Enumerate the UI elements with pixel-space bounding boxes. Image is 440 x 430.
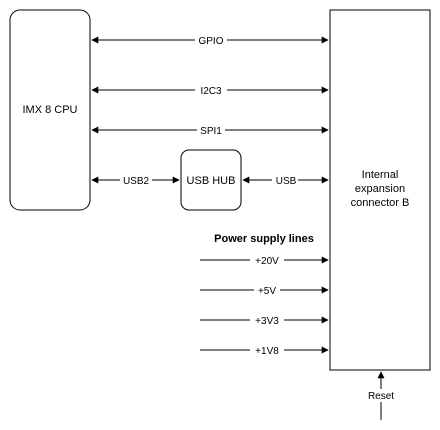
connector-label-2: expansion bbox=[355, 183, 405, 195]
cpu-block bbox=[9, 9, 91, 211]
usb-hub-label: USB HUB bbox=[187, 175, 236, 187]
power-rail-5v-label: +5V bbox=[258, 286, 276, 297]
reset-label: Reset bbox=[368, 391, 394, 402]
usb-hub-block bbox=[180, 149, 242, 211]
expansion-connector-block bbox=[329, 9, 431, 371]
usb-label: USB bbox=[276, 176, 297, 187]
power-rail-3v3-label: +3V3 bbox=[255, 316, 279, 327]
power-title: Power supply lines bbox=[214, 233, 314, 245]
connector-label-1: Internal bbox=[362, 169, 399, 181]
i2c-label: I2C3 bbox=[200, 86, 222, 97]
usb2-label: USB2 bbox=[123, 176, 150, 187]
power-rail-1v8-label: +1V8 bbox=[255, 346, 279, 357]
spi-label: SPI1 bbox=[200, 126, 222, 137]
power-rail-20v-label: +20V bbox=[255, 256, 279, 267]
gpio-label: GPIO bbox=[198, 36, 223, 47]
cpu-label: IMX 8 CPU bbox=[22, 104, 77, 116]
connector-label-3: connector B bbox=[351, 197, 410, 209]
